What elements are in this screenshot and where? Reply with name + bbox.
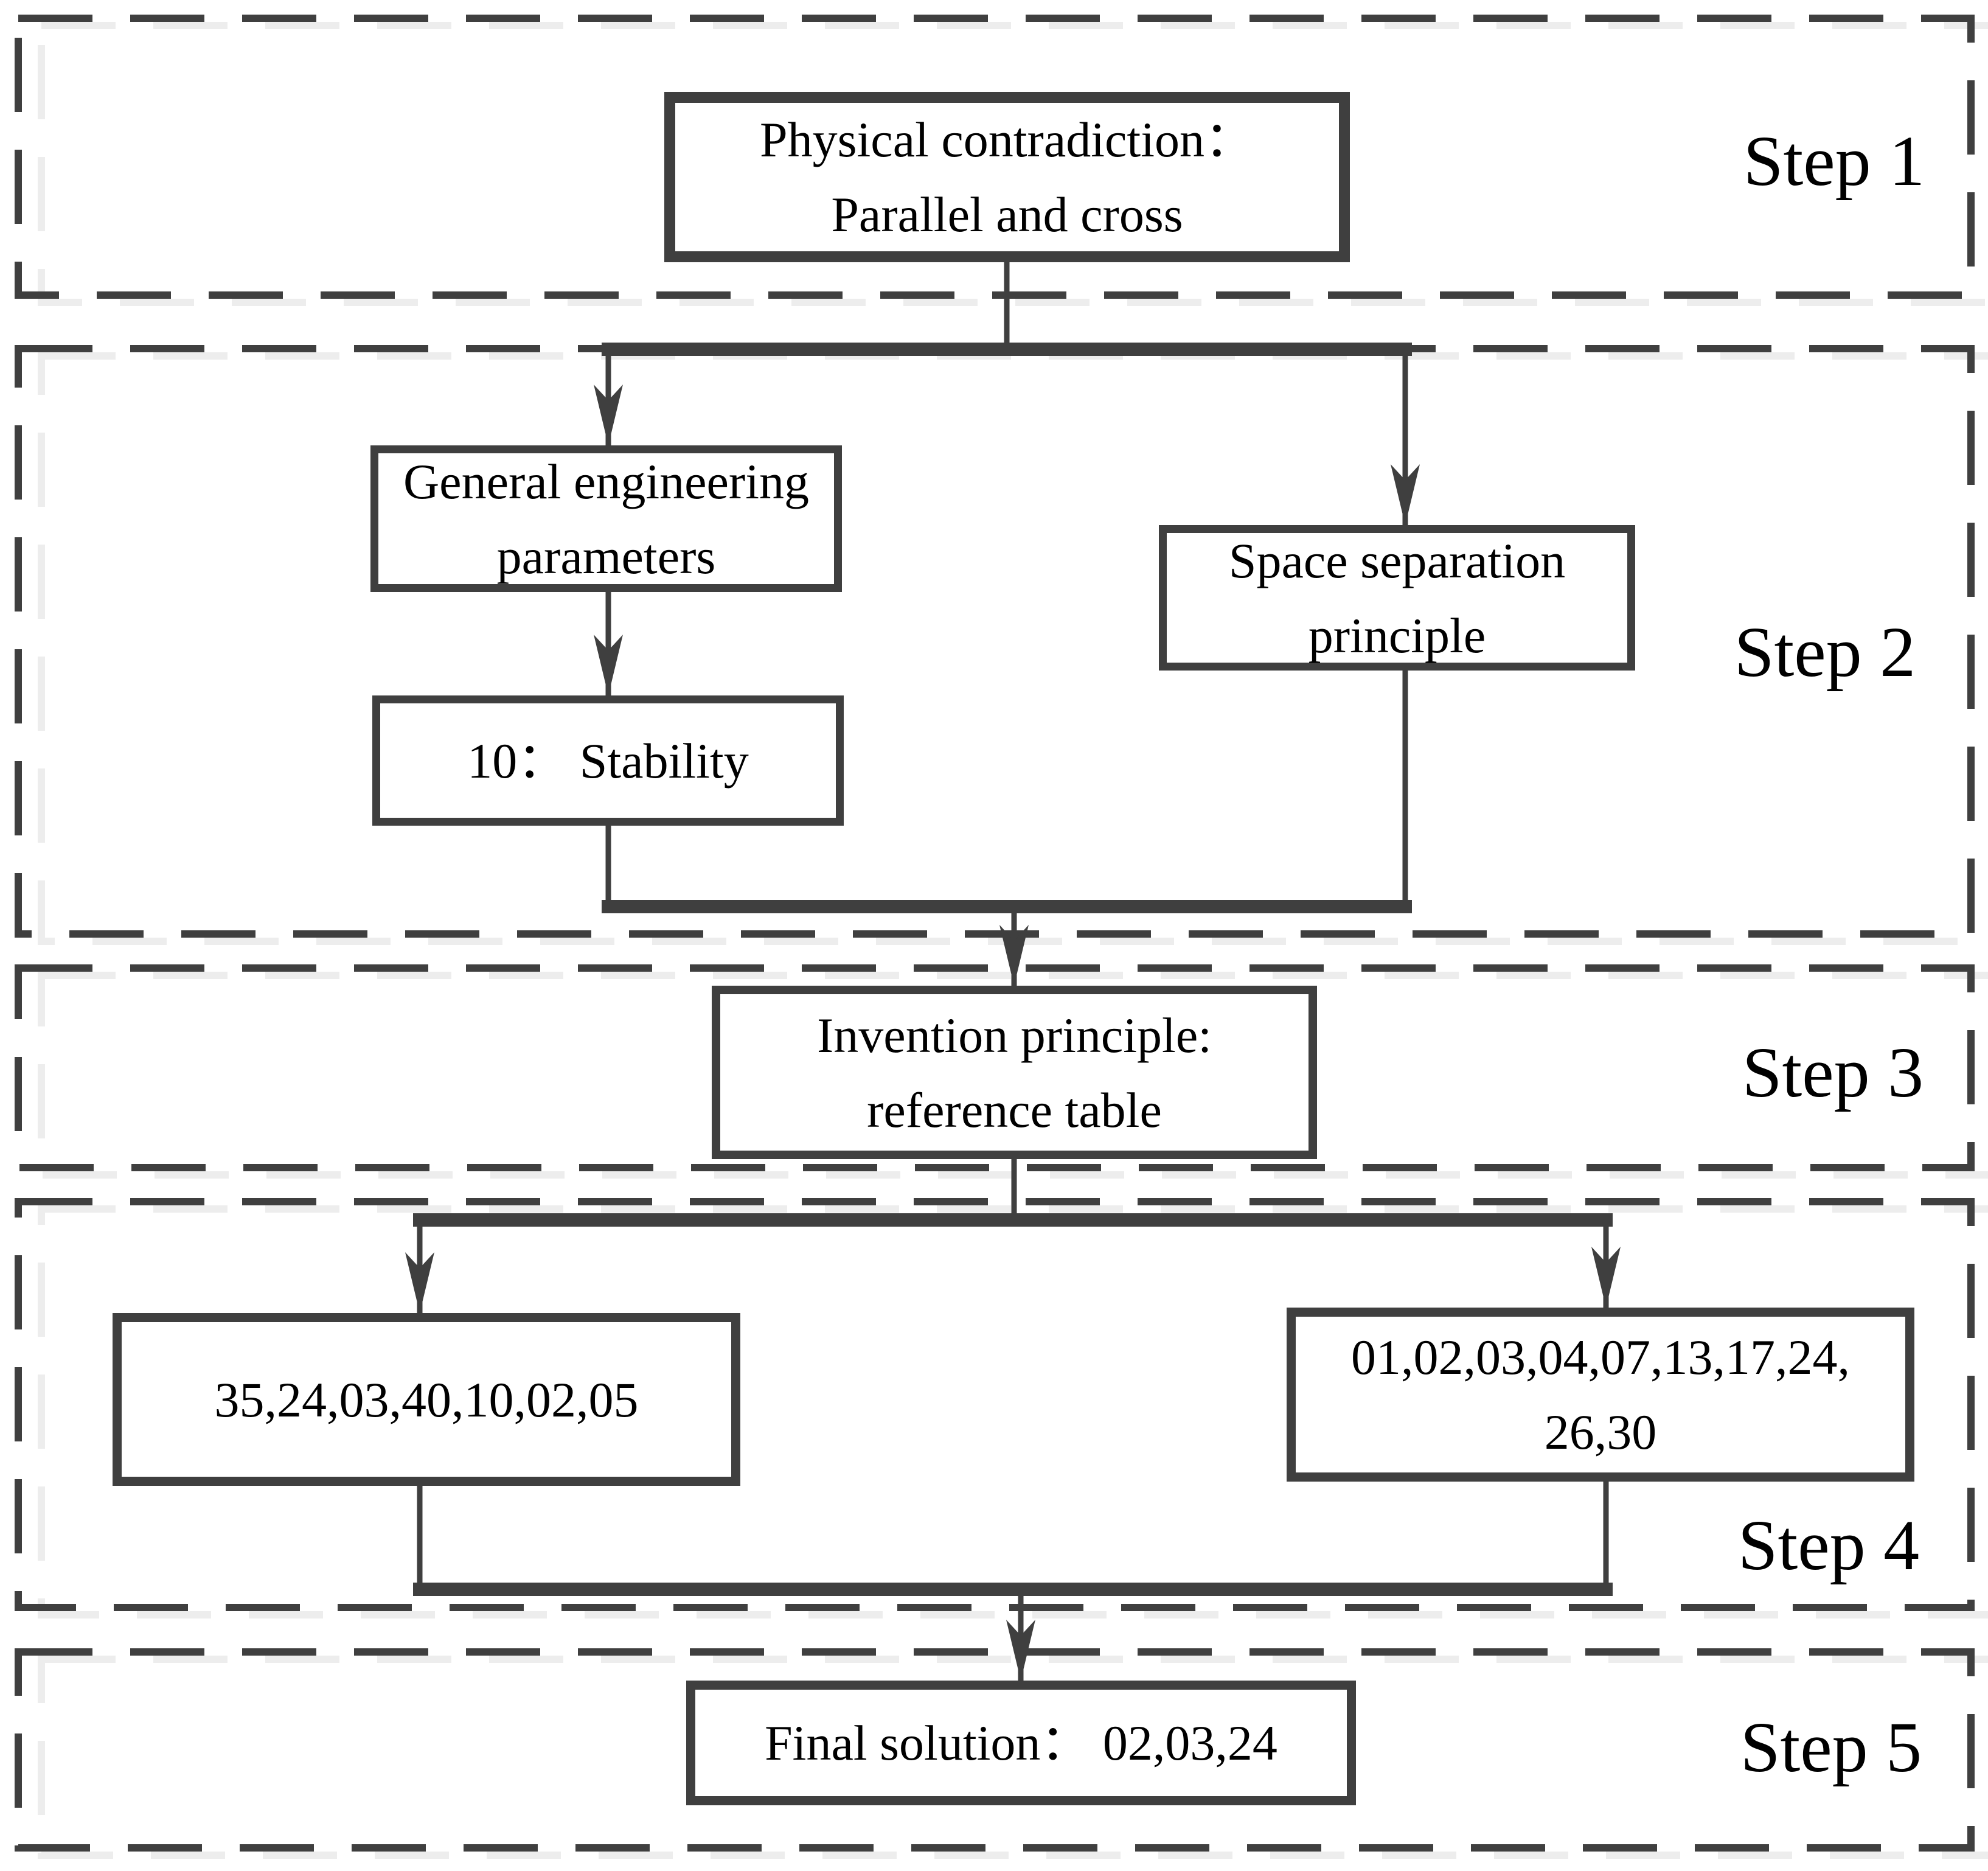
stability-box: 10： Stability (372, 695, 844, 826)
step-1-label: Step 1 (1743, 121, 1925, 201)
step-1-region-shadow (38, 22, 1988, 306)
general-parameters-label: General engineering parameters (403, 453, 810, 584)
step-5-region (15, 1648, 1975, 1852)
step-3-label: Step 3 (1742, 1033, 1924, 1112)
final-solution-box: Final solution： 02,03,24 (686, 1681, 1356, 1805)
invention-principle-label: Invention principle: reference table (817, 1007, 1212, 1138)
step-4-region-shadow (38, 1205, 1988, 1618)
step-3-region (15, 964, 1975, 1171)
step-5-region-shadow (38, 1656, 1988, 1859)
invention-principle-box: Invention principle: reference table (712, 986, 1317, 1159)
physical-contradiction-label: Physical contradiction： Parallel and cro… (760, 112, 1254, 242)
step-2-label: Step 2 (1734, 612, 1916, 692)
physical-contradiction-box: Physical contradiction： Parallel and cro… (664, 92, 1350, 262)
step-2-region-shadow (38, 352, 1988, 945)
right-principles-label: 01,02,03,04,07,13,17,24, 26,30 (1351, 1329, 1850, 1460)
step-2-region (15, 345, 1975, 938)
right-principles-box: 01,02,03,04,07,13,17,24, 26,30 (1287, 1308, 1914, 1482)
left-principles-label: 35,24,03,40,10,02,05 (214, 1371, 639, 1427)
stability-label: 10： Stability (467, 733, 749, 789)
step-1-region (15, 15, 1975, 299)
general-parameters-box: General engineering parameters (370, 445, 842, 592)
step-4-region (15, 1198, 1975, 1611)
left-principles-box: 35,24,03,40,10,02,05 (113, 1313, 740, 1486)
step-5-label: Step 5 (1740, 1707, 1922, 1787)
step-4-label: Step 4 (1737, 1505, 1920, 1585)
space-separation-box: Space separation principle (1159, 525, 1635, 671)
final-solution-label: Final solution： 02,03,24 (765, 1715, 1277, 1771)
space-separation-label: Space separation principle (1228, 532, 1566, 663)
step-3-region-shadow (38, 972, 1988, 1179)
